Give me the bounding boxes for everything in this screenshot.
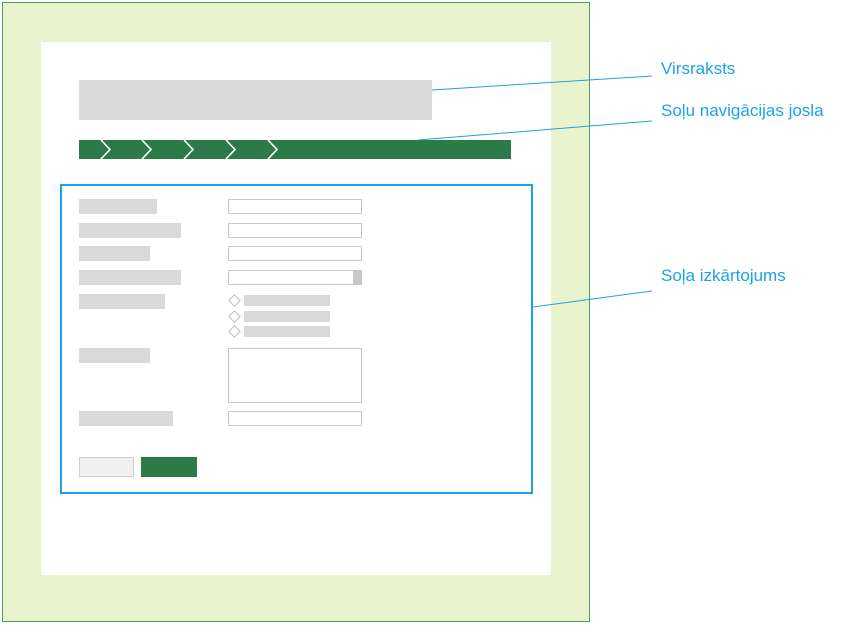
text-input[interactable]	[228, 411, 362, 426]
annotation-step-layout: Soļa izkārtojums	[661, 266, 786, 285]
field-label	[79, 246, 150, 261]
select-dropdown[interactable]	[228, 270, 362, 285]
field-label	[79, 411, 173, 426]
title-callout-line	[431, 75, 653, 91]
radio-option-label	[244, 326, 330, 337]
step-chevron-icon[interactable]	[224, 140, 238, 159]
next-button[interactable]	[141, 457, 197, 477]
text-input[interactable]	[228, 199, 362, 214]
field-label	[79, 199, 157, 214]
layout-callout-line	[532, 290, 653, 308]
text-input[interactable]	[228, 246, 362, 261]
back-button[interactable]	[79, 457, 134, 477]
dropdown-button[interactable]	[353, 271, 361, 284]
step-chevron-icon[interactable]	[266, 140, 280, 159]
field-label	[79, 223, 181, 238]
field-label	[79, 270, 181, 285]
radio-option-label	[244, 295, 330, 306]
title-placeholder	[79, 80, 432, 120]
annotation-title: Virsraksts	[661, 59, 736, 78]
step-chevron-icon[interactable]	[182, 140, 196, 159]
field-label	[79, 348, 150, 363]
field-label	[79, 294, 165, 309]
text-input[interactable]	[228, 223, 362, 238]
stepnav-callout-line	[417, 120, 653, 141]
radio-option-label	[244, 311, 330, 322]
textarea-input[interactable]	[228, 348, 362, 403]
annotation-step-nav: Soļu navigācijas josla	[661, 101, 824, 120]
step-chevron-icon[interactable]	[99, 140, 113, 159]
step-chevron-icon[interactable]	[140, 140, 154, 159]
step-navigation-bar	[79, 140, 511, 159]
step-layout-frame	[60, 184, 533, 494]
